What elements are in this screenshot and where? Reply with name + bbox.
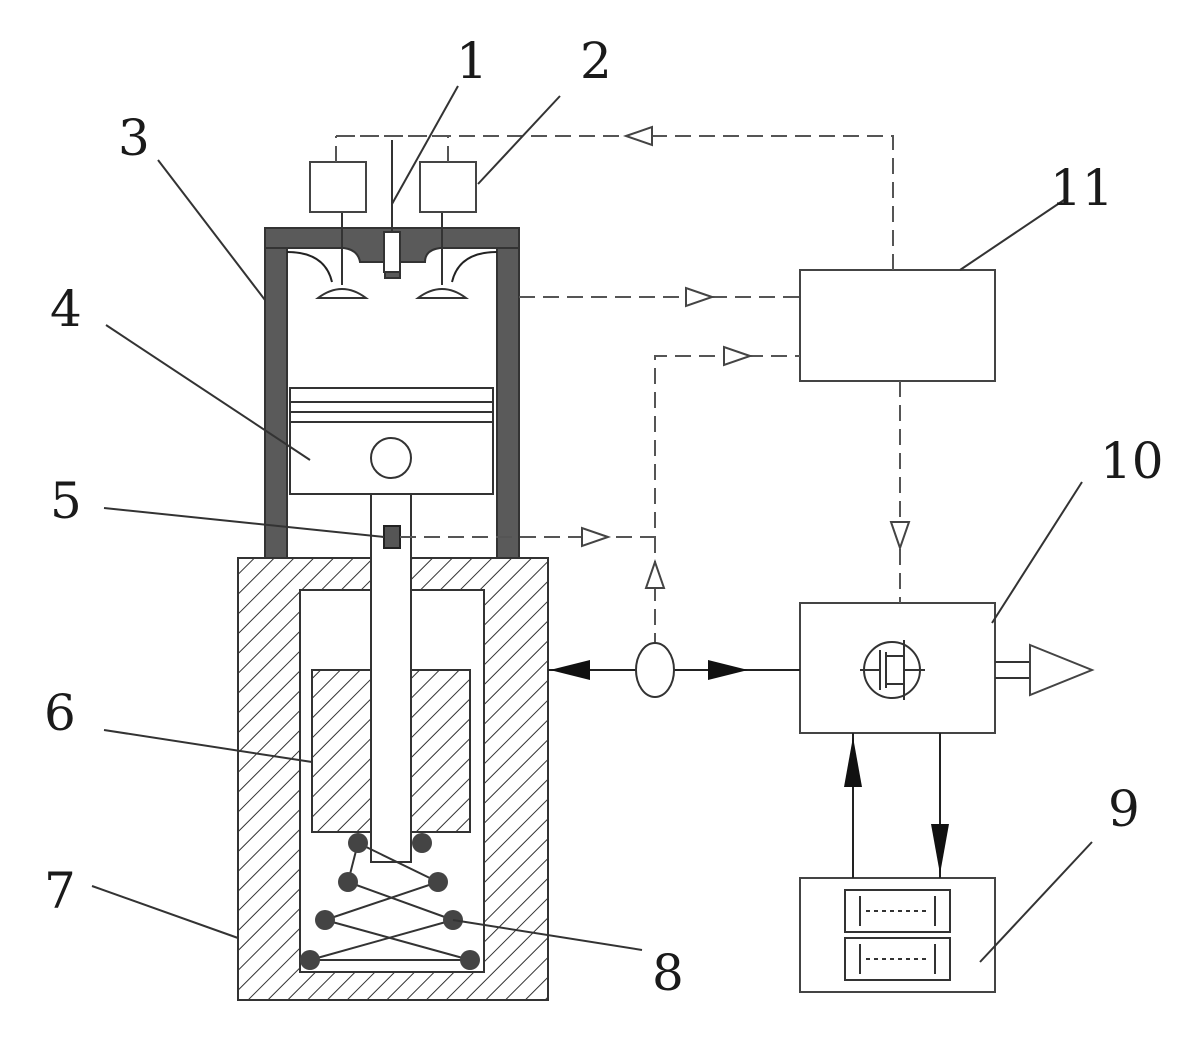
label-9: 9 bbox=[1108, 780, 1140, 838]
valve-actuators bbox=[309, 136, 477, 213]
label-6: 6 bbox=[44, 684, 76, 742]
piston-rod bbox=[370, 493, 412, 863]
spring bbox=[300, 833, 480, 970]
label-3: 3 bbox=[118, 109, 150, 167]
power-lines bbox=[548, 642, 1095, 878]
label-10: 10 bbox=[1100, 432, 1164, 490]
label-7: 7 bbox=[44, 862, 76, 920]
converter-box bbox=[799, 602, 996, 734]
leader-lines bbox=[91, 85, 1093, 963]
battery-box bbox=[799, 877, 996, 993]
label-1: 1 bbox=[456, 32, 488, 90]
valves bbox=[286, 205, 498, 299]
position-sensor bbox=[383, 525, 401, 549]
injector bbox=[383, 140, 401, 273]
label-4: 4 bbox=[50, 280, 82, 338]
piston bbox=[289, 387, 494, 495]
label-2: 2 bbox=[580, 32, 612, 90]
label-5: 5 bbox=[50, 472, 82, 530]
label-11: 11 bbox=[1050, 159, 1114, 217]
controller-box bbox=[799, 269, 996, 382]
label-8: 8 bbox=[652, 944, 684, 1002]
